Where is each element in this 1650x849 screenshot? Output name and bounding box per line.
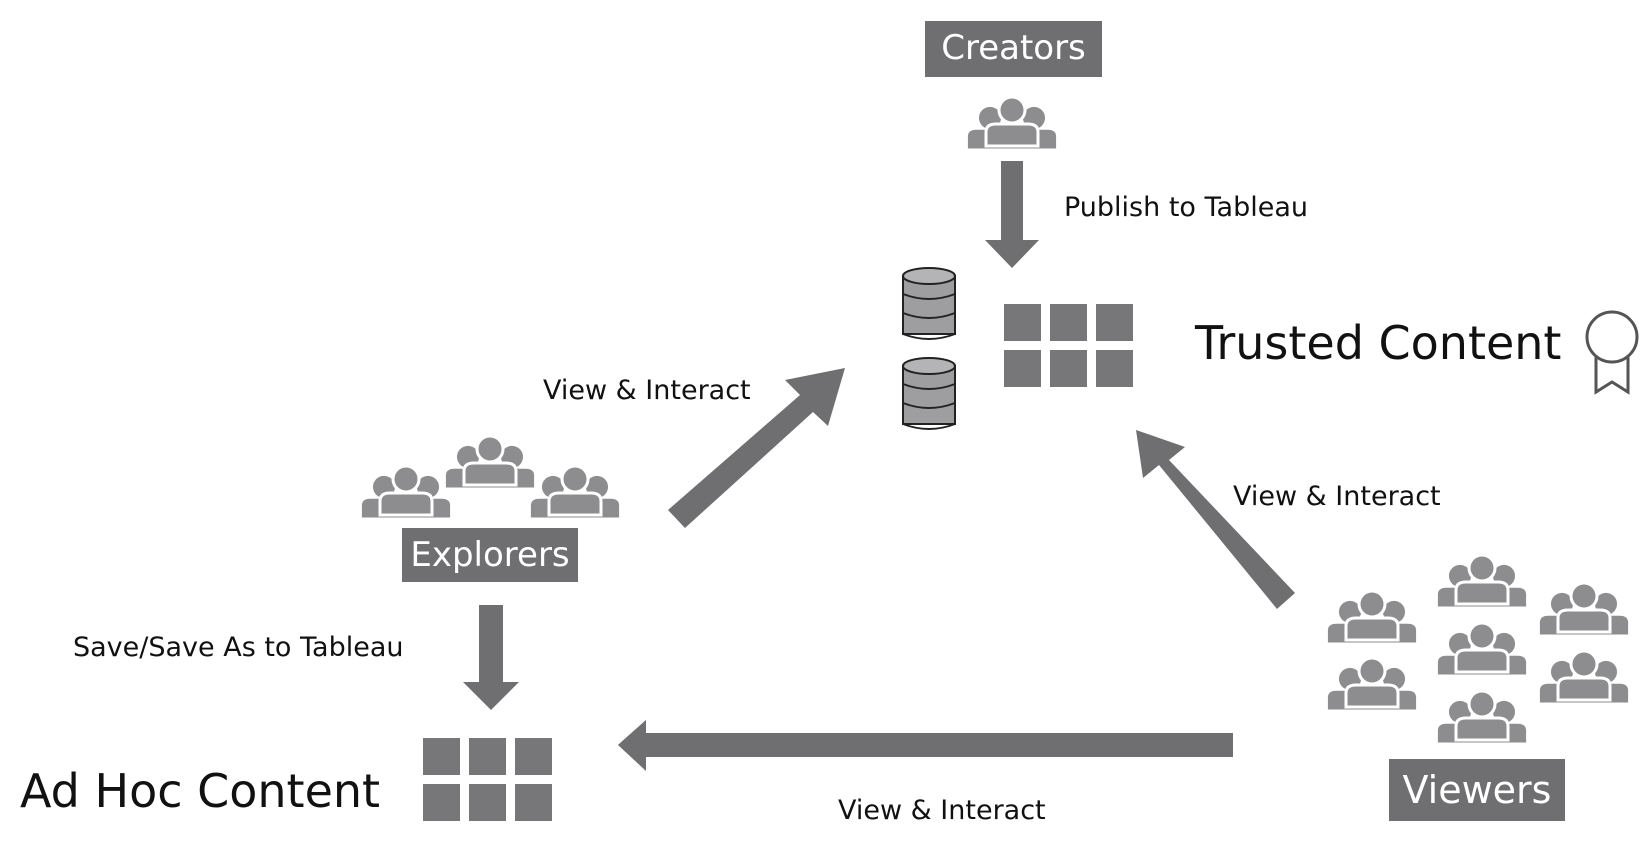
save-arrow-icon [463,605,519,710]
trusted-content-grid-icon [1004,304,1133,387]
creators-badge: Creators [925,21,1102,77]
explorers-view-arrow-icon [668,368,845,528]
adhoc-content-grid-icon [423,738,552,821]
creators-people-icon [968,97,1056,149]
explorers-view-label: View & Interact [543,375,751,406]
viewers-trusted-view-label: View & Interact [1233,481,1441,512]
viewers-adhoc-view-label: View & Interact [838,795,1046,826]
viewers-people-icon [1328,555,1628,743]
viewers-trusted-arrow-icon [1136,430,1295,609]
explorers-people-icon [362,436,619,518]
viewers-adhoc-arrow-head [618,720,646,771]
trusted-content-title: Trusted Content [1195,316,1562,370]
save-label: Save/Save As to Tableau [73,632,404,663]
database-icon [902,357,956,433]
database-icon [902,267,956,343]
publish-arrow-icon [985,161,1039,268]
viewers-badge: Viewers [1389,759,1565,821]
publish-label: Publish to Tableau [1064,192,1308,223]
explorers-badge: Explorers [402,528,578,582]
award-ribbon-icon [1585,310,1639,395]
viewers-adhoc-arrow-shaft [644,733,1233,757]
adhoc-content-title: Ad Hoc Content [20,764,381,818]
